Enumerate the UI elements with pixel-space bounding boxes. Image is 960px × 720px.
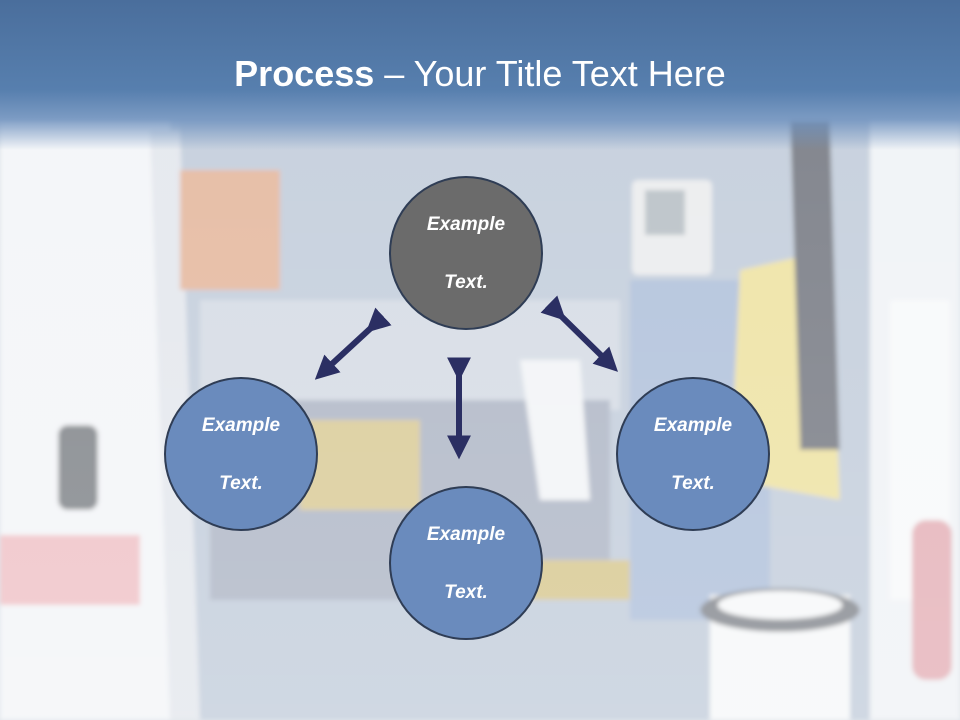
title-bold-text: Process <box>234 53 375 94</box>
title-rest-text: – Your Title Text Here <box>374 53 726 94</box>
node-top-line1: Example <box>426 213 506 235</box>
node-left-line2: Text. <box>219 472 263 494</box>
title-band <box>0 0 960 150</box>
node-left-line1: Example <box>201 414 281 436</box>
slide-title: Process – Your Title Text Here <box>0 52 960 96</box>
node-top-line2: Text. <box>444 271 488 293</box>
arrow-top-left <box>314 307 392 380</box>
node-bottom-line2: Text. <box>444 581 488 603</box>
node-right-line2: Text. <box>671 472 715 494</box>
node-right-line1: Example <box>653 414 733 436</box>
node-bottom-line1: Example <box>426 523 506 545</box>
arrow-top-right <box>540 295 618 372</box>
